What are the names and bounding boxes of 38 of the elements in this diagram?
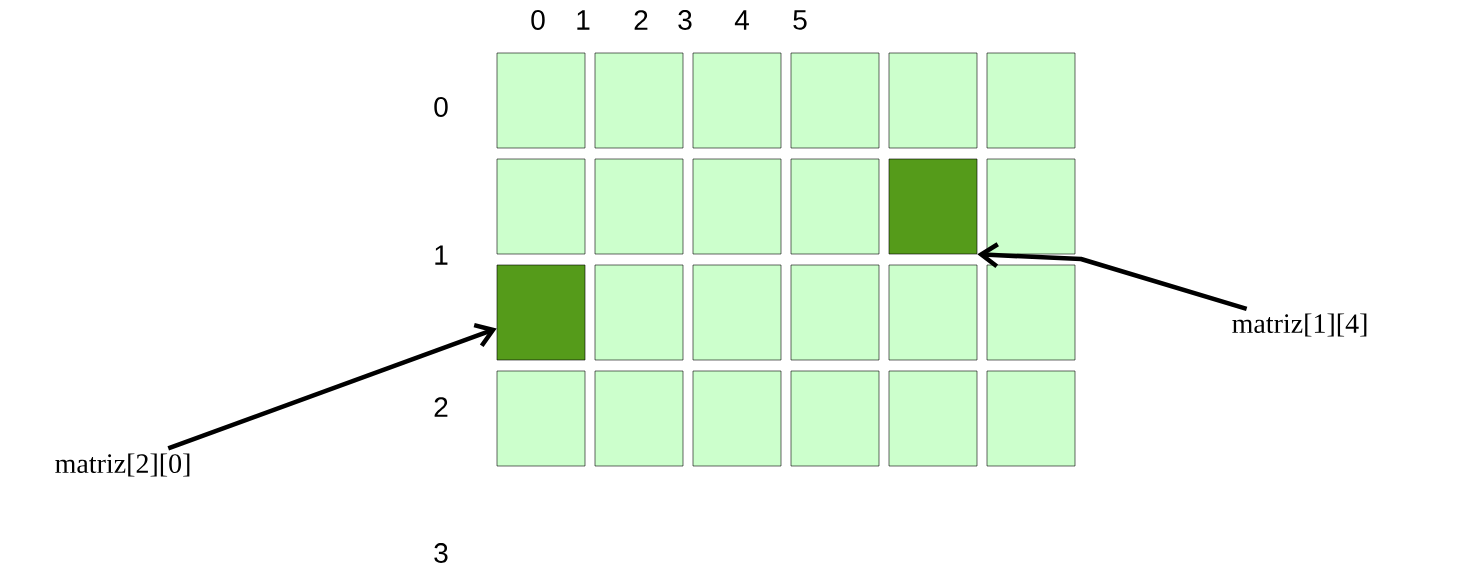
array-cell [986,52,1076,149]
array-cell [790,264,880,361]
array-cell [594,370,684,467]
array-cell [594,264,684,361]
array-cell [986,158,1076,255]
highlighted-cell [496,264,586,361]
column-index: 1 [577,10,590,30]
row-index: 3 [434,543,448,563]
arrow [977,242,1248,312]
array-cell [692,370,782,467]
array-cell [692,158,782,255]
array-cell [888,264,978,361]
column-index: 0 [531,10,545,30]
array-cell [692,52,782,149]
code-label: matriz[1][4] [1232,313,1367,337]
array-cell [594,52,684,149]
array-cell [986,264,1076,361]
column-index: 4 [734,10,749,30]
array-cell [594,158,684,255]
array-cell [888,52,978,149]
row-index: 0 [434,97,448,117]
array-cell [692,264,782,361]
highlighted-cell [888,158,978,255]
array-cell [986,370,1076,467]
row-index: 2 [434,397,448,417]
array-cell [790,158,880,255]
column-index: 3 [678,10,692,30]
array-cell [496,52,586,149]
array-cell [790,370,880,467]
array-cell [496,370,586,467]
column-index: 5 [793,10,807,30]
array-cell [790,52,880,149]
code-label: matriz[2][0] [55,453,190,477]
column-index: 2 [634,10,648,30]
arrow [167,322,497,451]
row-index: 1 [435,245,448,265]
array-cell [888,370,978,467]
array-cell [496,158,586,255]
